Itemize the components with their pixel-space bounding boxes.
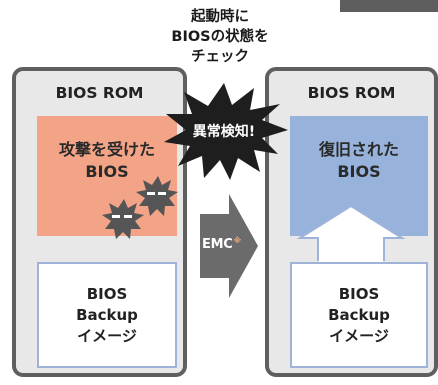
backup-line-1: BIOS [86,284,128,303]
caption-line-2: BIOSの状態を [171,29,269,45]
attacked-line-2: BIOS [85,162,129,181]
bios-rom-panel-after: BIOS ROM 復旧された BIOS BIOS Backup イメージ [265,67,438,377]
corner-tab [340,0,438,12]
bios-rom-panel-before: BIOS ROM 攻撃を受けた BIOS BIOS Backup イメージ [12,67,187,377]
rom-title: BIOS ROM [307,84,396,102]
backup-line-3: イメージ [329,326,389,345]
emc-label: EMC※ [202,236,241,252]
caption-line-1: 起動時に [191,9,249,25]
restored-bios-box: 復旧された BIOS [290,116,428,236]
emc-footnote-mark: ※ [233,236,241,245]
rom-title: BIOS ROM [55,84,144,102]
backup-image-box: BIOS Backup イメージ [290,262,428,368]
restored-line-1: 復旧された [318,140,399,159]
caption-line-3: チェック [191,49,249,65]
backup-line-3: イメージ [77,326,137,345]
backup-line-1: BIOS [338,284,380,303]
backup-line-2: Backup [328,305,390,324]
alert-label: 異常検知! [192,124,256,140]
attacked-line-1: 攻撃を受けた [58,140,155,159]
emc-text: EMC [202,237,233,252]
backup-image-box: BIOS Backup イメージ [37,262,177,368]
backup-line-2: Backup [76,305,138,324]
restored-line-2: BIOS [337,162,381,181]
attacked-bios-box: 攻撃を受けた BIOS [37,116,177,236]
check-caption: 起動時に BIOSの状態を チェック [150,7,290,67]
